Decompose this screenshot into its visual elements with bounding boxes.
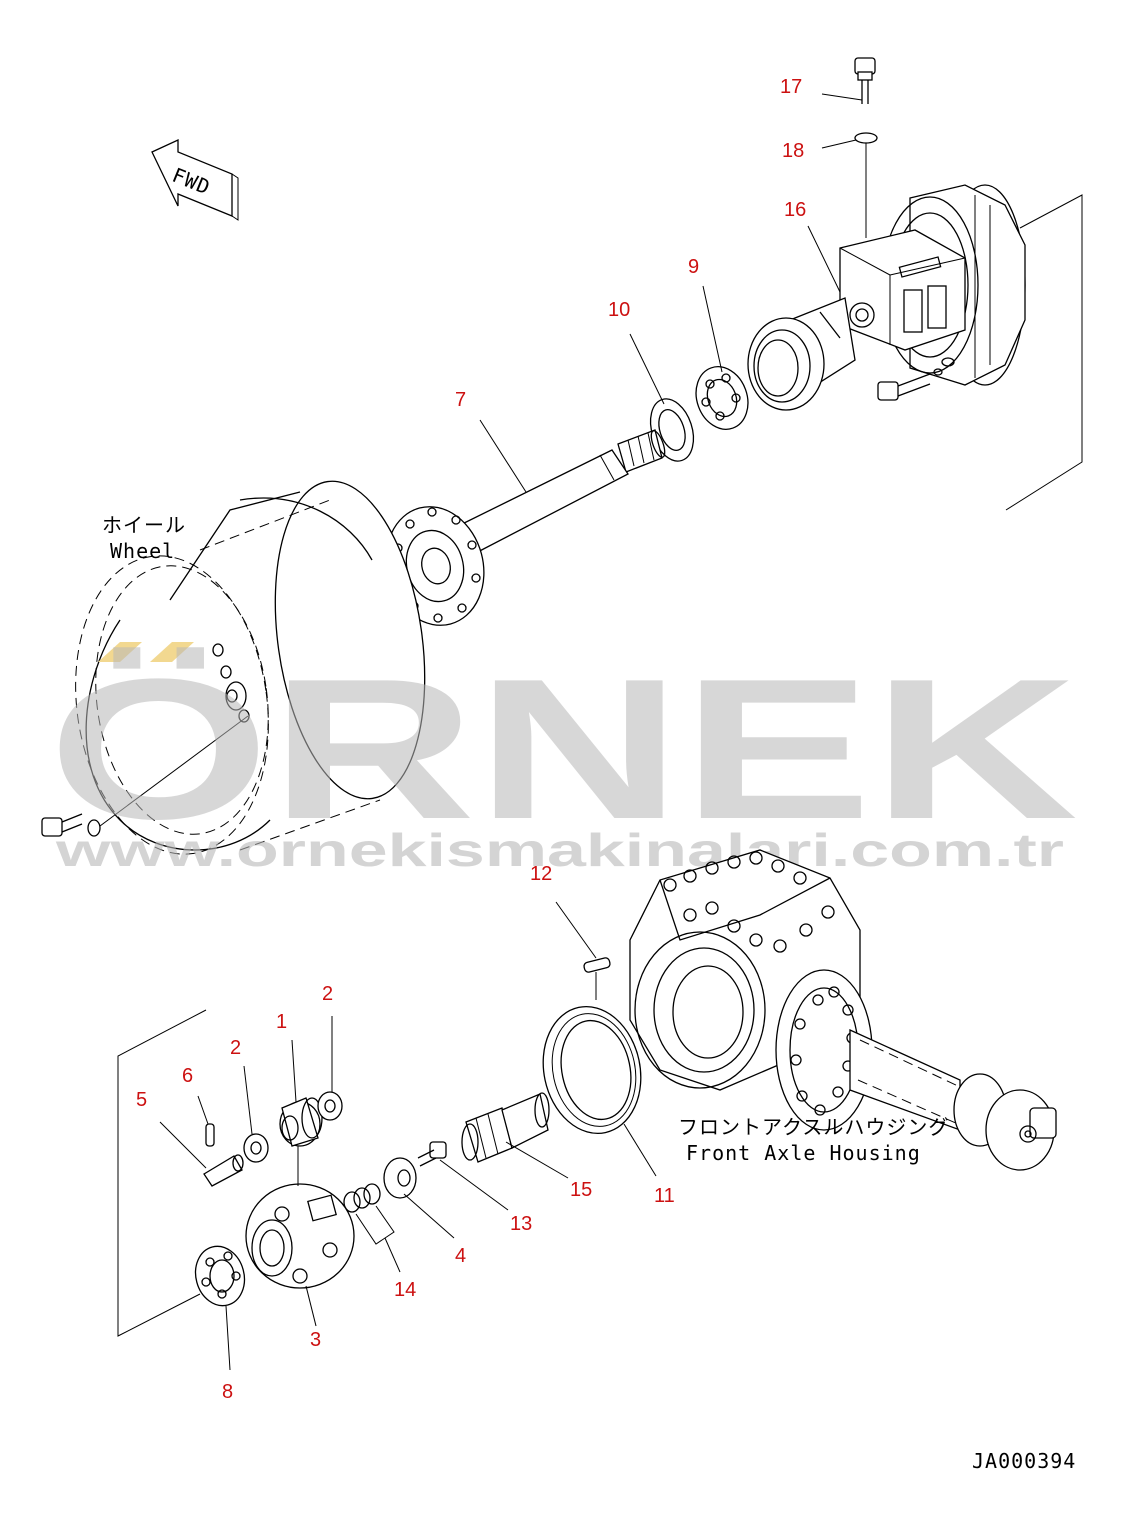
part-17-plug — [854, 57, 876, 104]
leader-10 — [629, 333, 665, 405]
leader-5 — [159, 1121, 207, 1169]
wheel-bolt — [41, 715, 249, 837]
leader-12 — [555, 901, 597, 959]
callout-4: 4 — [455, 1245, 466, 1267]
part-8-bearing — [194, 1245, 246, 1307]
callout-16: 16 — [784, 199, 806, 221]
leader-3 — [305, 1285, 317, 1327]
wheel-label-en: Wheel — [110, 539, 175, 563]
callout-2a: 2 — [322, 983, 333, 1005]
leader-11 — [623, 1123, 657, 1177]
watermark-accent-left-icon — [98, 642, 142, 662]
drawing-code: JA000394 — [972, 1449, 1076, 1473]
callout-15: 15 — [570, 1179, 592, 1201]
leader-16 — [807, 225, 841, 293]
part-16-axle-housing — [747, 184, 1026, 411]
housing-label-jp: フロントアクスルハウジング — [678, 1115, 949, 1139]
leader-8 — [225, 1305, 231, 1371]
watermark-accent-right-icon — [150, 642, 194, 662]
watermark: ÖRNEK www.ornekismakinalari.com.tr — [48, 638, 1078, 876]
part-9-bearing — [695, 366, 749, 430]
part-13-bolt — [417, 1141, 447, 1167]
housing-label-en: Front Axle Housing — [686, 1141, 921, 1165]
front-axle-housing — [629, 849, 1057, 1171]
frame-bracket-lower — [117, 1009, 207, 1337]
part-18-o-ring — [854, 132, 878, 144]
callout-12: 12 — [530, 863, 552, 885]
watermark-url: www.ornekismakinalari.com.tr — [54, 824, 1064, 876]
leader-6 — [197, 1095, 209, 1125]
part-1-planet-gear — [279, 1097, 323, 1147]
callout-14: 14 — [394, 1279, 416, 1301]
leader-15 — [505, 1141, 569, 1179]
callout-6: 6 — [182, 1065, 193, 1087]
leader-1 — [291, 1039, 297, 1103]
leader-2b — [243, 1065, 253, 1135]
part-2-nut-left — [243, 1133, 269, 1163]
callout-3: 3 — [310, 1329, 321, 1351]
callout-1: 1 — [276, 1011, 287, 1033]
fwd-arrow-icon: FWD — [151, 138, 239, 221]
callout-11: 11 — [654, 1185, 675, 1207]
part-2-nut-right — [317, 1091, 343, 1121]
leader-7 — [479, 419, 527, 493]
callout-13: 13 — [510, 1213, 532, 1235]
frame-bracket-upper — [1005, 194, 1083, 511]
wheel-rim — [75, 480, 426, 855]
part-11-ring-gear — [542, 1005, 642, 1135]
leader-14 — [355, 1205, 395, 1245]
leader-13 — [439, 1159, 509, 1211]
callout-8: 8 — [222, 1381, 233, 1403]
part-15-sun-gear — [461, 1092, 550, 1163]
callout-2b: 2 — [230, 1037, 241, 1059]
leader-14b — [384, 1237, 401, 1273]
callout-5: 5 — [136, 1089, 147, 1111]
callout-9: 9 — [688, 256, 699, 278]
wheel-label-jp: ホイール — [102, 513, 186, 537]
part-3-planet-carrier — [245, 1183, 355, 1289]
callout-17: 17 — [780, 76, 802, 98]
leader-9 — [702, 285, 723, 373]
leader-17 — [821, 93, 863, 101]
callout-10: 10 — [608, 299, 630, 321]
callout-7: 7 — [455, 389, 466, 411]
part-14-shims — [343, 1183, 381, 1213]
watermark-brand: ÖRNEK — [48, 638, 1078, 861]
part-4-thrust-washer — [383, 1157, 417, 1199]
part-12-pin — [583, 957, 611, 973]
callout-18: 18 — [782, 140, 804, 162]
leader-4 — [403, 1193, 455, 1239]
part-6-pin — [205, 1123, 215, 1147]
part-5-shaft — [203, 1154, 244, 1187]
leader-18 — [821, 139, 857, 149]
